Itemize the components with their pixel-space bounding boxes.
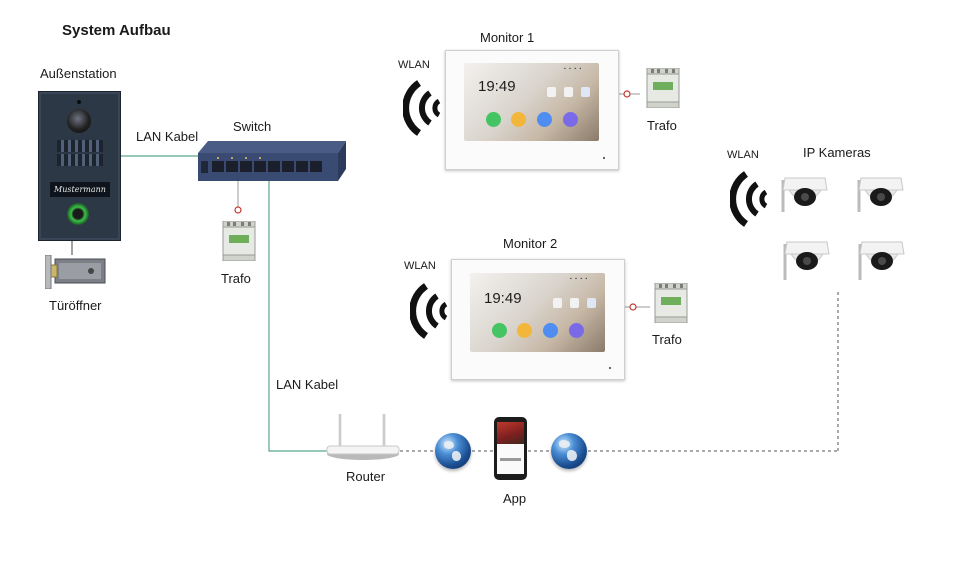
monitor1-status-icons: ▪ ▪ ▪ ▪ — [564, 66, 583, 72]
monitor2-status-icons: ▪ ▪ ▪ ▪ — [570, 276, 589, 282]
monitor1-clock: 19:49 — [478, 78, 516, 95]
internet-globe-icon — [551, 433, 587, 469]
lan-cable-switch-router — [268, 181, 328, 452]
monitor1-widget-icon — [564, 87, 573, 97]
trafo-switch-dot — [234, 206, 242, 214]
monitor1-wlan-label: WLAN — [398, 59, 430, 71]
app-label: App — [503, 491, 527, 506]
monitor2-widget-icon — [570, 298, 579, 308]
wifi-signal-icon — [730, 171, 768, 227]
app-preview-image — [497, 422, 524, 444]
monitor1-led — [603, 157, 605, 159]
wifi-signal-icon — [410, 283, 448, 339]
ip-camera-icon[interactable] — [856, 172, 906, 216]
monitor2-clock: 19:49 — [484, 290, 522, 307]
ip-camera-icon[interactable] — [857, 236, 907, 280]
trafo-monitor2-icon — [654, 283, 688, 323]
camera-lens-icon — [67, 109, 91, 133]
trafo-monitor2-dot — [629, 303, 637, 311]
door-station-label: Außenstation — [40, 66, 117, 81]
monitor2-widget-icon — [553, 298, 562, 308]
monitor2-more-app-icon[interactable] — [569, 323, 584, 338]
cameras-wlan-label: WLAN — [727, 149, 759, 161]
router-label: Router — [346, 469, 386, 484]
ip-camera-icon[interactable] — [780, 172, 830, 216]
trafo-switch-label: Trafo — [221, 271, 251, 286]
nameplate: Mustermann — [50, 182, 110, 197]
internet-globe-icon — [435, 433, 471, 469]
wifi-signal-icon — [403, 80, 441, 136]
trafo-monitor1-label: Trafo — [647, 118, 677, 133]
monitor1-call-app-icon[interactable] — [486, 112, 501, 127]
door-opener-label: Türöffner — [49, 298, 102, 313]
call-button[interactable] — [67, 203, 89, 225]
switch-label: Switch — [233, 119, 272, 134]
page-title: System Aufbau — [62, 22, 171, 39]
monitor2-wlan-label: WLAN — [404, 260, 436, 272]
monitor1-messages-app-icon[interactable] — [511, 112, 526, 127]
trafo-monitor1-icon — [646, 68, 680, 108]
trafo-switch-icon — [222, 221, 256, 261]
network-switch[interactable] — [198, 141, 346, 181]
lan-cable-label-top: LAN Kabel — [136, 129, 199, 144]
trafo-monitor2-label: Trafo — [652, 332, 682, 347]
speaker-grill — [57, 154, 103, 166]
monitor2-led — [609, 367, 611, 369]
monitor2-screen: 19:49 ▪ ▪ ▪ ▪ — [470, 273, 605, 352]
microphone-hole — [77, 100, 81, 104]
monitor1-more-app-icon[interactable] — [563, 112, 578, 127]
door-opener-icon — [45, 255, 106, 289]
door-station[interactable]: Mustermann — [38, 91, 121, 241]
speaker-grill — [57, 140, 103, 152]
monitor1-settings-app-icon[interactable] — [537, 112, 552, 127]
monitor1-screen: 19:49 ▪ ▪ ▪ ▪ — [464, 63, 599, 141]
monitor2-label: Monitor 2 — [503, 236, 558, 251]
monitor1-label: Monitor 1 — [480, 30, 535, 45]
phone-screen — [497, 422, 524, 474]
monitor2-device[interactable]: 19:49 ▪ ▪ ▪ ▪ — [451, 259, 625, 380]
ip-cameras-label: IP Kameras — [803, 145, 871, 160]
monitor2-settings-app-icon[interactable] — [543, 323, 558, 338]
app-menu-bar — [500, 458, 521, 461]
monitor1-camera-icon — [581, 87, 590, 97]
monitor1-widget-icon — [547, 87, 556, 97]
monitor2-messages-app-icon[interactable] — [517, 323, 532, 338]
router-icon[interactable] — [326, 410, 400, 464]
smartphone-app[interactable] — [494, 417, 527, 480]
trafo-monitor1-dot — [623, 90, 631, 98]
ip-camera-icon[interactable] — [782, 236, 832, 280]
monitor2-call-app-icon[interactable] — [492, 323, 507, 338]
lan-cable-label-bottom: LAN Kabel — [276, 377, 339, 392]
monitor2-camera-icon — [587, 298, 596, 308]
monitor1-device[interactable]: 19:49 ▪ ▪ ▪ ▪ — [445, 50, 619, 170]
